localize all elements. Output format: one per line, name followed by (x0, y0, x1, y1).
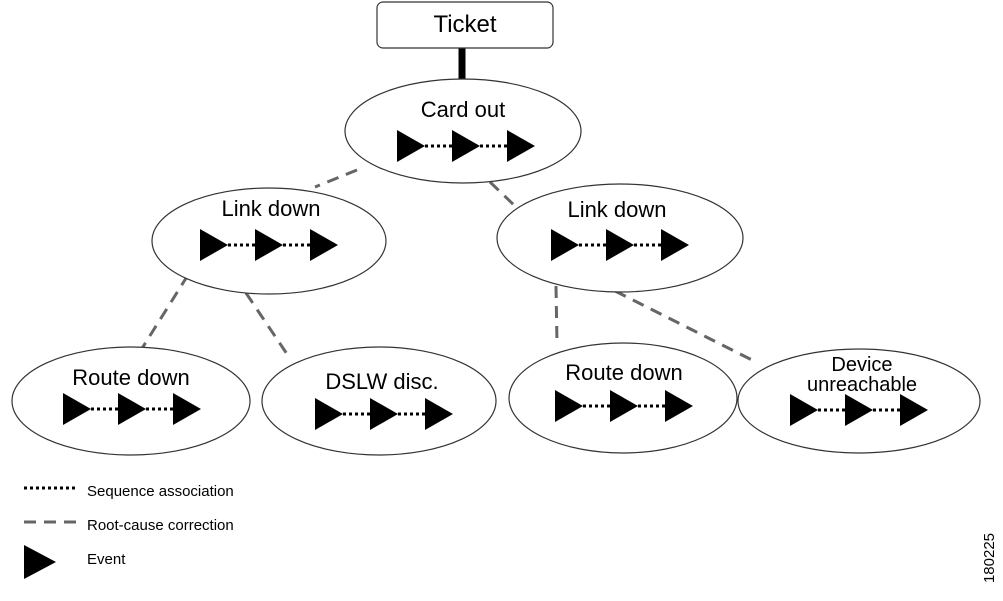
edge-link-down-right-route-down-right (554, 285, 559, 345)
event-icon (173, 393, 201, 425)
legend-event-icon (24, 545, 56, 579)
edge-link-down-left-route-down-left (139, 274, 190, 351)
edges (139, 48, 753, 362)
route-down-left-event-sequence (63, 393, 201, 425)
node-dslw-disc: DSLW disc. (261, 346, 497, 456)
event-icon (551, 229, 579, 261)
device-unreachable-ellipse (737, 348, 981, 454)
event-icon (255, 229, 283, 261)
event-icon (63, 393, 91, 425)
root-ticket: Ticket (376, 1, 554, 49)
card-out-ellipse (344, 78, 582, 184)
link-down-right-event-sequence (551, 229, 689, 261)
route-down-right-event-sequence (555, 390, 693, 422)
legend-event-label: Event (87, 551, 126, 568)
event-icon (665, 390, 693, 422)
edge-link-down-left-dslw-disc (244, 292, 291, 358)
dslw-disc-event-sequence (315, 398, 453, 430)
device-unreachable-label-line1: Device (831, 354, 892, 376)
node-link-down-right: Link down (496, 183, 744, 293)
link-down-left-event-sequence (200, 229, 338, 261)
event-icon (370, 398, 398, 430)
event-icon (425, 398, 453, 430)
legend: Sequence association Root-cause correcti… (24, 483, 234, 579)
card-out-label: Card out (421, 97, 505, 122)
legend-sequence-label: Sequence association (87, 483, 234, 500)
node-card-out: Card out (344, 78, 582, 184)
dslw-disc-ellipse (261, 346, 497, 456)
event-icon (118, 393, 146, 425)
event-icon (507, 130, 535, 162)
event-icon (790, 394, 818, 426)
event-icon (606, 229, 634, 261)
event-icon (555, 390, 583, 422)
edge-card-out-link-down-left (314, 168, 358, 189)
node-route-down-right: Route down (508, 342, 738, 454)
event-icon (315, 398, 343, 430)
event-icon (661, 229, 689, 261)
ticket-box (376, 1, 554, 49)
legend-sequence-association: Sequence association (24, 483, 234, 500)
device-unreachable-event-sequence (790, 394, 928, 426)
node-device-unreachable: Device unreachable (737, 348, 981, 454)
node-route-down-left: Route down (11, 346, 251, 456)
link-down-right-label: Link down (567, 197, 666, 222)
event-icon (310, 229, 338, 261)
legend-rootcause-label: Root-cause correction (87, 517, 234, 534)
legend-root-cause-correction: Root-cause correction (24, 517, 234, 534)
event-icon (900, 394, 928, 426)
dslw-disc-label: DSLW disc. (325, 369, 438, 394)
edge-card-out-link-down-right (488, 180, 517, 208)
card-out-event-sequence (397, 130, 535, 162)
event-icon (845, 394, 873, 426)
route-down-right-label: Route down (565, 360, 682, 385)
ticket-label: Ticket (433, 11, 496, 38)
legend-event: Event (24, 545, 126, 579)
device-unreachable-label-line2: unreachable (807, 374, 917, 396)
figure-id: 180225 (981, 533, 998, 583)
link-down-left-label: Link down (221, 196, 320, 221)
node-link-down-left: Link down (151, 187, 387, 295)
event-icon (610, 390, 638, 422)
event-icon (397, 130, 425, 162)
route-down-left-label: Route down (72, 365, 189, 390)
event-icon (452, 130, 480, 162)
edge-link-down-right-device-unreachable (614, 289, 753, 362)
event-icon (200, 229, 228, 261)
